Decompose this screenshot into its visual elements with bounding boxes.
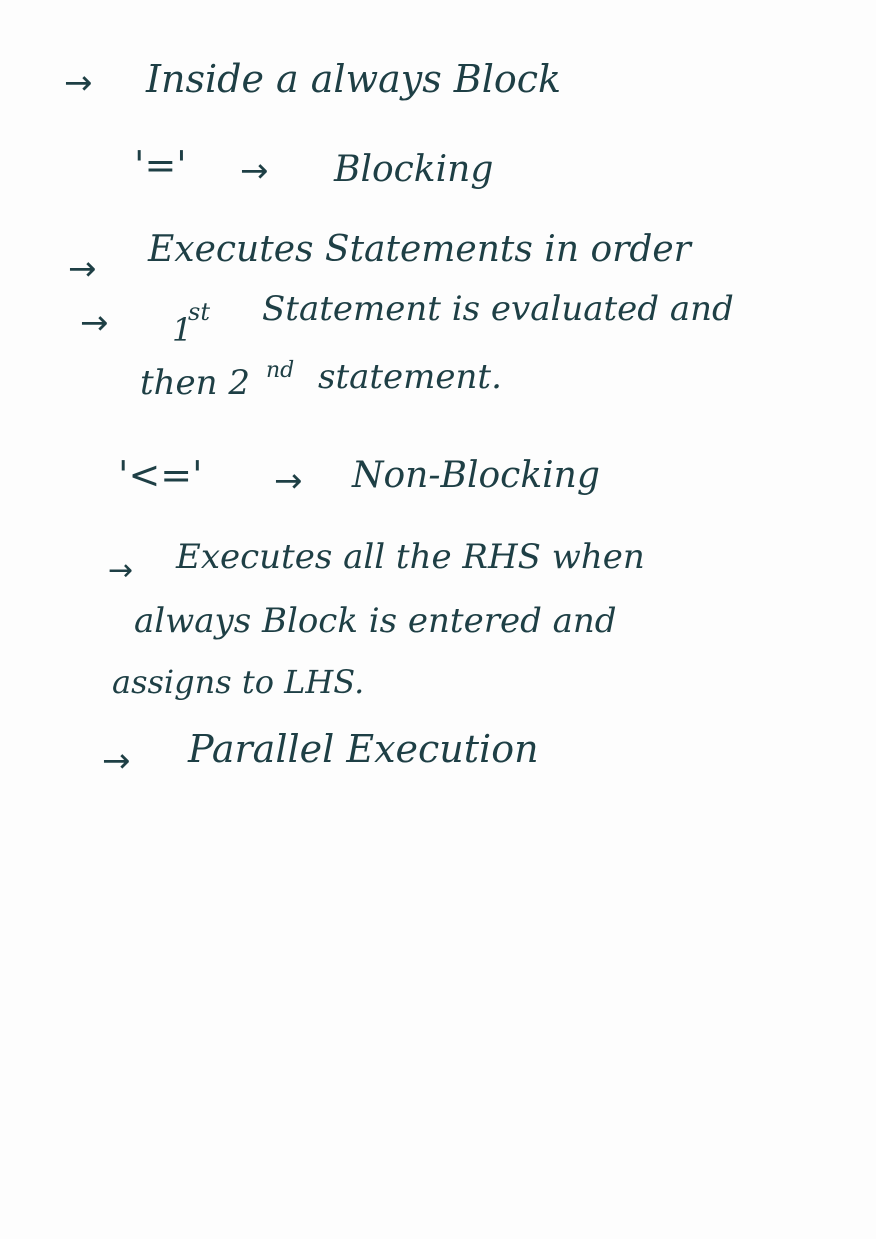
arrow-icon: →	[80, 303, 109, 343]
blocking-point-2-cont-superscript: nd	[266, 358, 295, 383]
blocking-point-2-number: 1	[172, 311, 193, 349]
arrow-icon: →	[102, 741, 131, 781]
nonblocking-point-2: Parallel Execution	[188, 727, 539, 771]
nonblocking-label: Non-Blocking	[352, 455, 600, 496]
nonblocking-operator: '<='	[118, 453, 203, 497]
blocking-label: Blocking	[334, 149, 494, 190]
arrow-icon: →	[68, 249, 97, 289]
blocking-operator: '='	[134, 143, 187, 187]
nonblocking-point-1-cont2: assigns to LHS.	[112, 663, 365, 701]
arrow-icon: →	[240, 151, 269, 191]
blocking-point-2-cont: statement.	[318, 357, 502, 397]
note-heading: Inside a always Block	[146, 57, 562, 101]
nonblocking-point-1: Executes all the RHS when	[176, 537, 645, 577]
blocking-point-2-superscript: st	[188, 298, 210, 326]
blocking-point-2: Statement is evaluated and	[262, 289, 734, 329]
blocking-point-2-cont-prefix: then 2	[140, 363, 251, 403]
nonblocking-point-1-cont: always Block is entered and	[134, 601, 617, 641]
arrow-icon: →	[274, 461, 303, 501]
arrow-icon: →	[108, 553, 134, 588]
blocking-point-1: Executes Statements in order	[148, 229, 691, 270]
arrow-icon: →	[64, 63, 93, 103]
